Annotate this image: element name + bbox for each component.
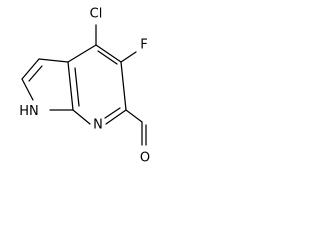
- atom-label-fluorine: F: [140, 38, 147, 53]
- bonds: [21, 24, 147, 146]
- bond-c6-cho: [125, 109, 143, 123]
- bond-c6-n7-double: [104, 107, 121, 119]
- atom-label-chlorine: Cl: [90, 7, 103, 22]
- atom-label-aldehyde-o: O: [140, 151, 150, 166]
- bond-n7-c7a: [72, 109, 91, 125]
- bond-c5-c6: [120, 61, 127, 111]
- atom-label-pyrrole-nh-text: HN: [19, 104, 39, 119]
- bond-c2-n1: [21, 78, 34, 101]
- chemical-structure-diagram: Cl F N O HN: [19, 7, 150, 166]
- bond-c4-c5-double: [97, 50, 118, 65]
- bond-c3-c2-double: [28, 65, 43, 82]
- bond-c6-n7: [105, 109, 127, 125]
- atom-label-pyridine-n: N: [93, 118, 103, 133]
- bond-c4-c5: [95, 44, 122, 63]
- bond-c7a-c3a: [67, 61, 74, 111]
- atom-label-pyrrole-nh: HN: [19, 104, 39, 119]
- bond-c7a-c3a-double: [74, 67, 80, 107]
- bond-c5-f: [120, 51, 137, 63]
- bond-c3-c2: [21, 58, 40, 80]
- bond-c3a-c4: [67, 44, 97, 63]
- atom-labels: Cl F N O HN: [19, 7, 150, 166]
- bond-c3a-c3: [38, 58, 69, 63]
